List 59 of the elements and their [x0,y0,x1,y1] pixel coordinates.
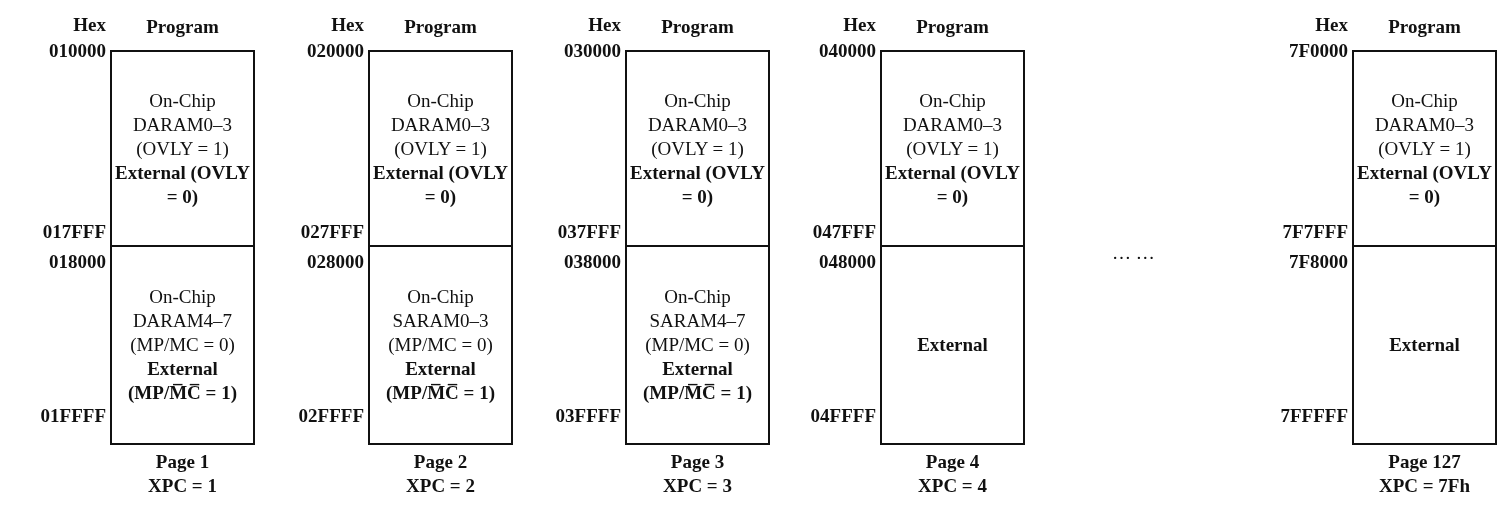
region-label: External (MP/M̅C̅ = 1) [642,357,753,405]
region-label: On-Chip SARAM4–7 (MP/MC = 0) [644,285,751,357]
region-label: External (MP/M̅C̅ = 1) [385,357,496,405]
column-heading: Program [915,16,990,38]
region-label: On-Chip DARAM0–3 (OVLY = 1) [901,88,1004,161]
region-label: On-Chip DARAM0–3 (OVLY = 1) [1373,88,1476,161]
address-label: 7F0000 [1288,40,1348,62]
address-label: 017FFF [42,221,106,243]
page-caption: XPC = 3 [662,475,733,497]
page-caption: Page 4 [924,451,981,473]
column-heading: Hex [588,14,621,36]
column-heading: Hex [331,14,364,36]
address-label: 018000 [49,251,106,273]
region-label: External (OVLY = 0) [1356,160,1493,209]
address-label: 037FFF [557,221,621,243]
address-label: 048000 [819,251,876,273]
address-label: 7F8000 [1288,251,1348,273]
page-caption: Page 1 [154,451,211,473]
region-label: External [1389,333,1460,357]
region-label: On-Chip DARAM0–3 (OVLY = 1) [646,88,749,161]
column-heading: Hex [843,14,876,36]
page-caption: XPC = 2 [405,475,476,497]
page-caption: XPC = 4 [917,475,988,497]
column-heading: Program [660,16,735,38]
address-label: 02FFFF [298,405,364,427]
page-caption: Page 2 [412,451,469,473]
address-label: 7F7FFF [1282,221,1348,243]
column-heading: Program [1387,16,1462,38]
address-label: 038000 [564,251,621,273]
column-heading: Hex [1315,14,1348,36]
address-label: 010000 [49,40,106,62]
address-label: 03FFFF [555,405,621,427]
column-heading: Hex [73,14,106,36]
column-heading: Program [403,16,478,38]
region-label: External [917,333,988,357]
region-label: External (OVLY = 0) [884,160,1021,209]
region-label: External (MP/M̅C̅ = 1) [127,357,238,405]
address-label: 028000 [307,251,364,273]
column-heading: Program [145,16,220,38]
address-label: 040000 [819,40,876,62]
region-label: On-Chip DARAM0–3 (OVLY = 1) [131,88,234,161]
address-label: 7FFFFF [1280,405,1348,427]
page-caption: XPC = 7Fh [1377,475,1472,497]
region-label: External (OVLY = 0) [629,160,766,209]
address-label: 027FFF [300,221,364,243]
ellipsis: … … [1112,242,1155,264]
page-caption: XPC = 1 [147,475,218,497]
region-label: External (OVLY = 0) [372,160,509,209]
address-label: 047FFF [812,221,876,243]
region-label: On-Chip DARAM4–7 (MP/MC = 0) [129,285,236,357]
address-label: 030000 [564,40,621,62]
address-label: 01FFFF [40,405,106,427]
page-caption: Page 3 [669,451,726,473]
address-label: 020000 [307,40,364,62]
page-caption: Page 127 [1387,451,1462,473]
region-label: On-Chip SARAM0–3 (MP/MC = 0) [387,285,494,357]
address-label: 04FFFF [810,405,876,427]
region-label: On-Chip DARAM0–3 (OVLY = 1) [389,88,492,161]
region-label: External (OVLY = 0) [114,160,251,209]
